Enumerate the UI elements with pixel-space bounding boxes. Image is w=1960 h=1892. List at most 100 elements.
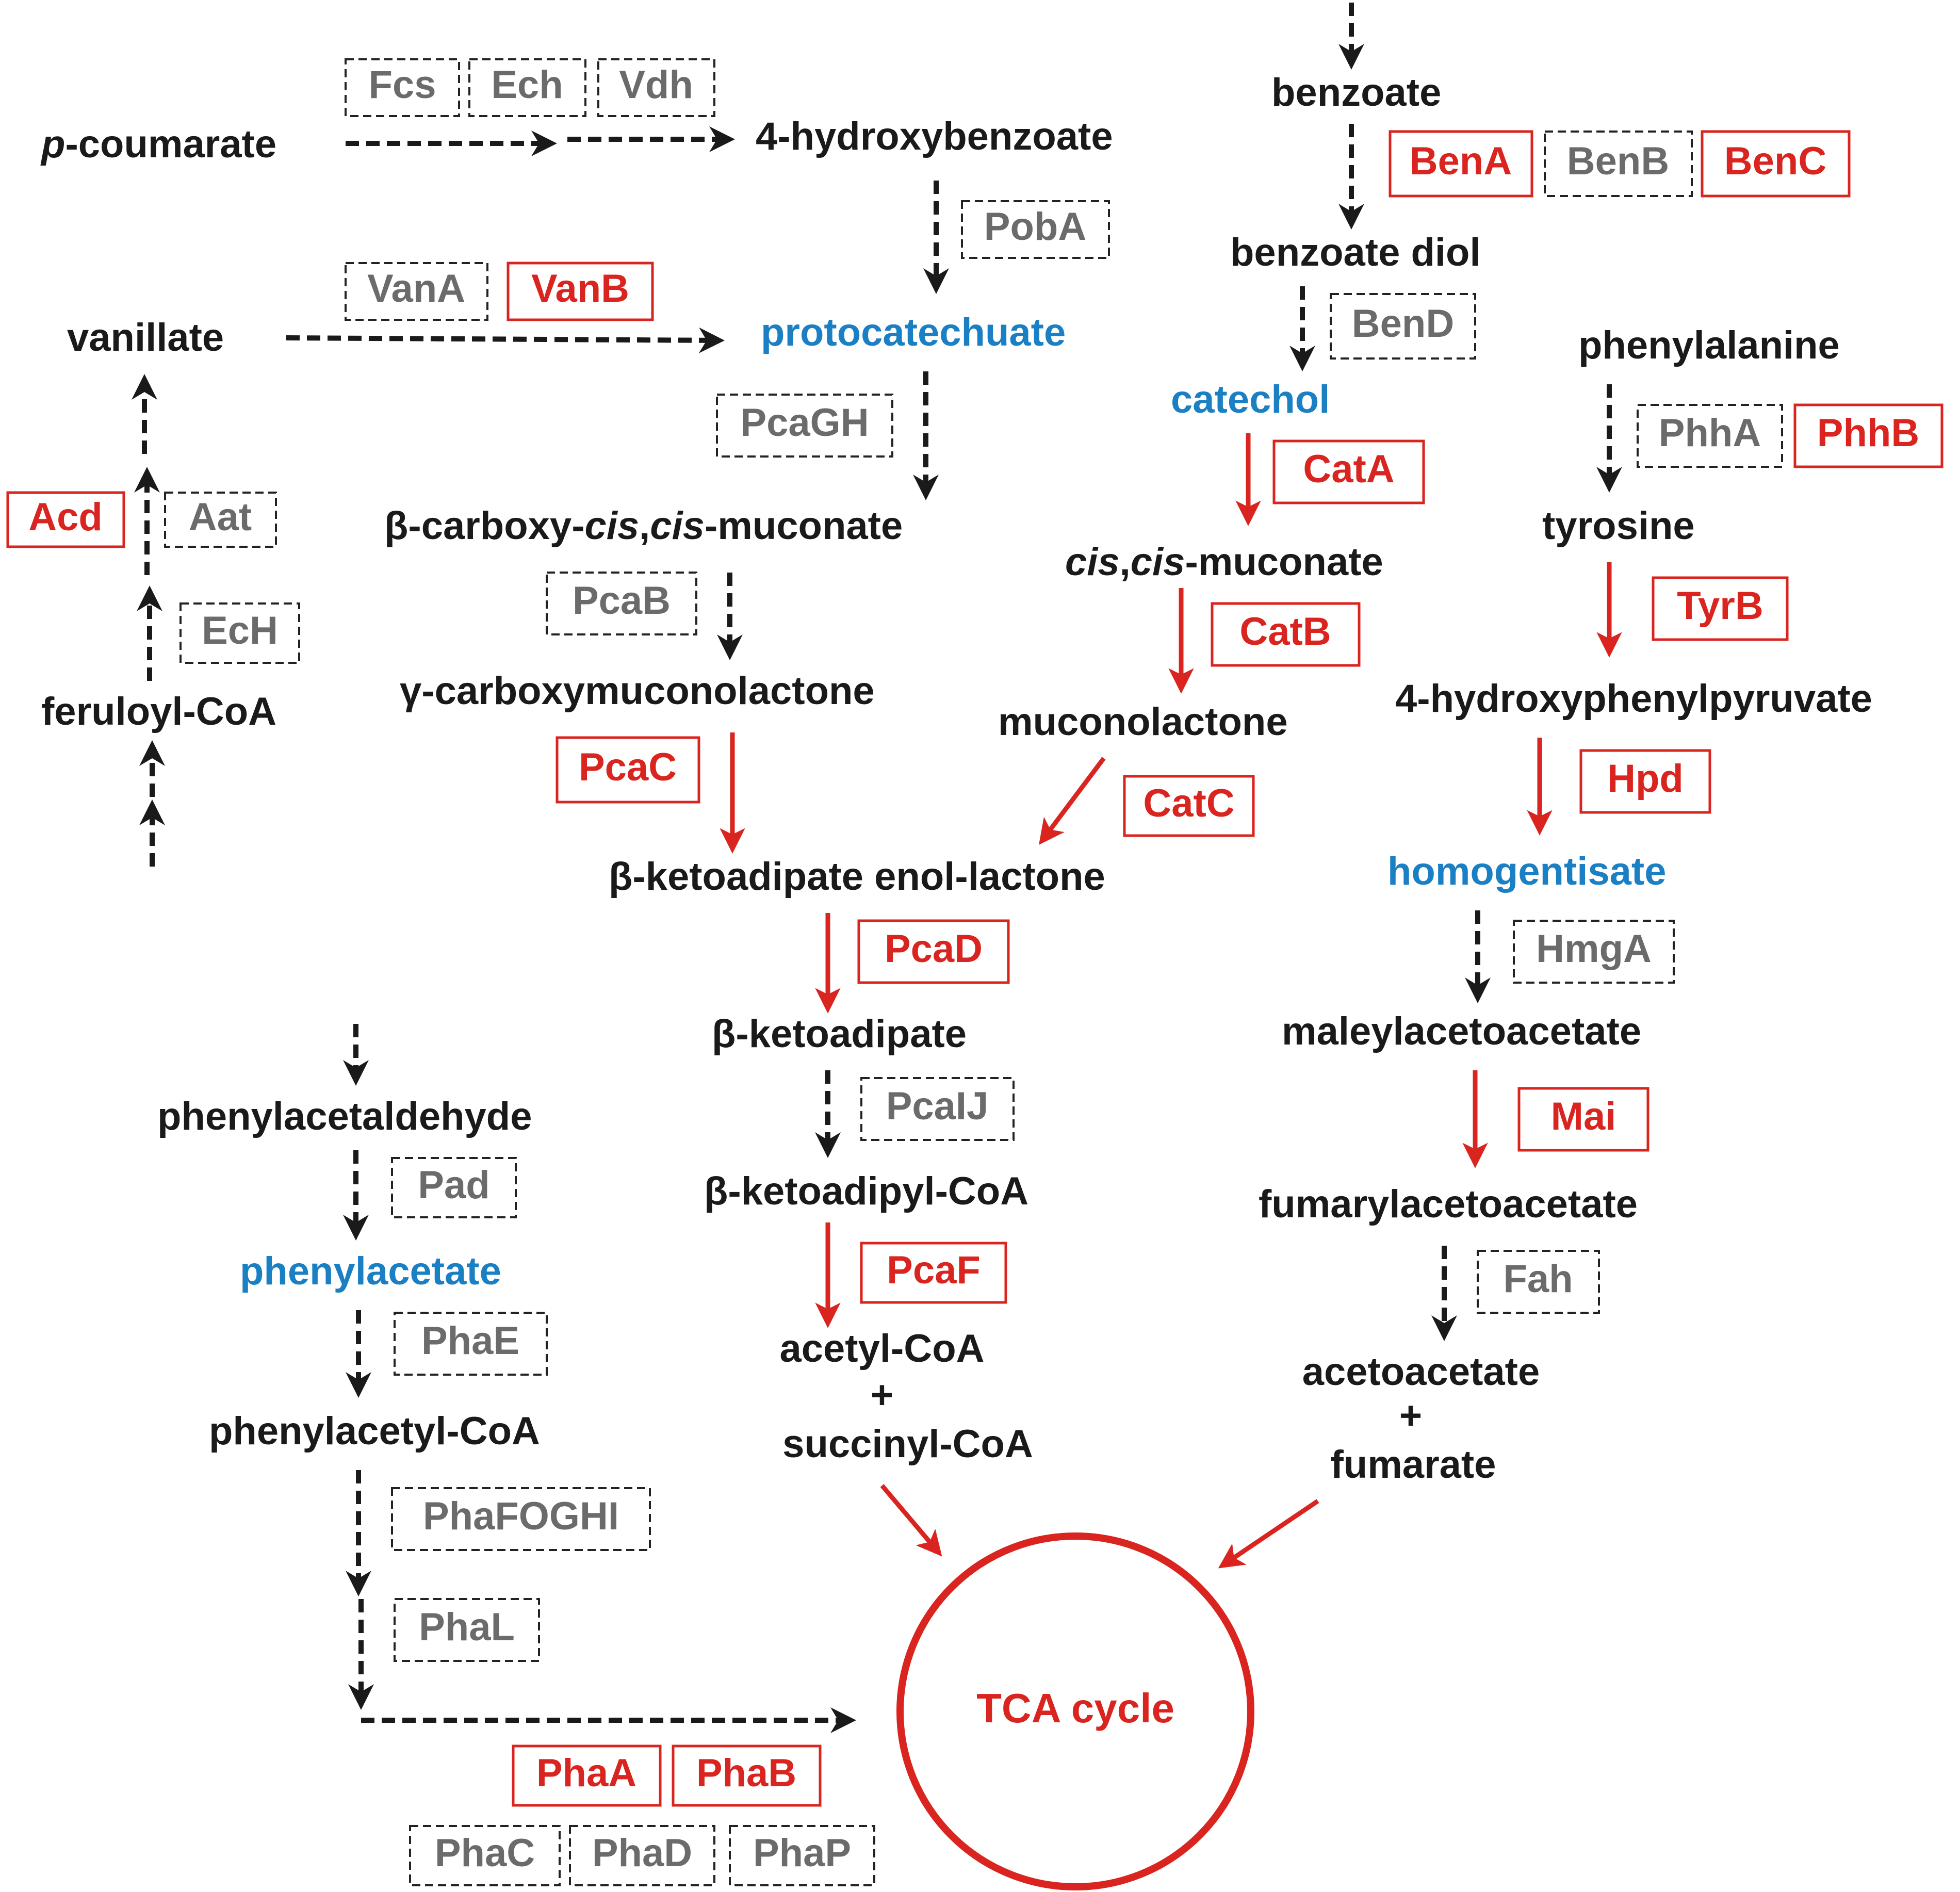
arrow-catc [1039,757,1106,845]
metabolite-carboxy-cis-cis-muconate: β-carboxy-cis,cis-muconate [384,504,903,548]
enzyme-tyrb: TyrB [1677,584,1763,628]
enzyme-box-pad [391,1157,517,1218]
metabolite-phenylacetaldehyde: phenylacetaldehyde [157,1095,532,1138]
metabolite-benzoate-diol: benzoate diol [1230,231,1481,274]
enzyme-phha: PhhA [1659,411,1761,455]
enzyme-cata: CatA [1303,447,1394,491]
p-prefix: p [40,122,65,166]
enzyme-hpd: Hpd [1607,757,1684,801]
enzyme-bend: BenD [1352,302,1454,346]
enzyme-box-hmga [1513,920,1675,984]
metabolite-tyrosine: tyrosine [1542,504,1695,548]
enzyme-box-pcac [556,736,700,804]
metabolite-fumarylacetoacetate: fumarylacetoacetate [1259,1182,1638,1226]
enzyme-box-vana [345,262,488,321]
enzyme-phac: PhaC [435,1831,535,1875]
enzyme-fcs: Fcs [369,63,436,107]
metabolite-ketoadipate: β-ketoadipate [712,1012,967,1056]
enzyme-fah: Fah [1503,1257,1573,1301]
plus-sign-2: + [1399,1394,1422,1438]
metabolite-succinyl-coa: succinyl-CoA [782,1422,1033,1466]
enzyme-box-phap [729,1825,875,1886]
enzyme-mai: Mai [1551,1095,1616,1138]
metabolite-catechol: catechol [1171,378,1330,421]
enzyme-box-phad [569,1825,715,1886]
enzyme-box-acd [6,491,125,548]
enzyme-catb: CatB [1239,610,1331,654]
metabolite-ketoadipyl-coa: β-ketoadipyl-CoA [704,1169,1028,1213]
tca-cycle-circle [896,1532,1254,1890]
enzyme-bena: BenA [1410,139,1512,183]
enzyme-pcagh: PcaGH [740,401,869,445]
enzyme-box-phal [394,1598,540,1662]
enzyme-box-phha [1637,404,1783,468]
enzyme-aat: Aat [189,495,252,539]
enzyme-box-pcab [546,572,697,635]
metabolite-phenylacetate: phenylacetate [240,1249,501,1293]
enzyme-phap: PhaP [753,1831,851,1875]
enzyme-box-cata [1272,439,1425,504]
enzyme-benc: BenC [1724,139,1826,183]
tca-cycle-label: TCA cycle [976,1685,1174,1731]
enzyme-phal: PhaL [419,1605,515,1649]
enzyme-boxes: Fcs Ech Vdh PobA VanA VanB PcaGH Acd Aat… [6,58,1943,1886]
enzyme-acd: Acd [28,495,103,539]
metabolite-protocatechuate: protocatechuate [761,311,1066,354]
enzyme-box-vanb [507,262,654,321]
enzyme-box-ech [468,58,586,117]
enzyme-box-phab [672,1744,822,1807]
enzyme-box-poba [961,200,1110,259]
enzyme-box-bend [1330,293,1476,360]
enzyme-box-pcaf [860,1242,1007,1304]
metabolite-feruloyl-coa: feruloyl-CoA [41,690,276,733]
metabolite-4-hydroxybenzoate: 4-hydroxybenzoate [756,115,1113,158]
arrow-vanillate-protocatechuate [286,327,725,353]
enzyme-box-phhb [1793,403,1943,468]
enzyme-box-hpd [1579,749,1711,814]
enzyme-box-benc [1701,130,1851,198]
metabolite-maleylacetoacetate: maleylacetoacetate [1282,1009,1641,1053]
enzyme-box-pcaij [860,1077,1015,1141]
enzyme-ech: Ech [491,63,563,107]
enzyme-vana: VanA [367,267,465,311]
enzyme-box-ech2 [179,602,300,664]
enzyme-pcab: PcaB [573,579,671,623]
enzyme-box-phae [394,1312,548,1376]
enzyme-phad: PhaD [592,1831,692,1875]
enzyme-benb: BenB [1567,139,1669,183]
enzyme-box-fcs [345,58,460,117]
enzyme-box-benb [1544,131,1693,197]
metabolite-acetoacetate: acetoacetate [1302,1350,1540,1394]
enzyme-pcad: PcaD [885,927,983,971]
enzyme-phafoghi: PhaFOGHI [423,1494,619,1538]
enzyme-box-vdh [597,58,715,117]
enzyme-box-phac [409,1825,561,1886]
enzyme-hmga: HmgA [1536,927,1652,971]
metabolite-phenylacetyl-coa: phenylacetyl-CoA [209,1409,540,1453]
enzyme-box-mai [1517,1087,1649,1152]
enzyme-pcaij: PcaIJ [886,1084,989,1128]
enzyme-ech2: EcH [202,609,278,653]
enzyme-vdh: Vdh [619,63,693,107]
metabolite-homogentisate: homogentisate [1387,850,1667,893]
enzyme-box-bena [1389,130,1533,198]
metabolite-cis-cis-muconate: cis,cis-muconate [1065,540,1383,584]
metabolite-ketoadipate-enol-lactone: β-ketoadipate enol-lactone [609,855,1105,899]
enzyme-catc: CatC [1143,781,1234,825]
enzyme-box-catb [1211,602,1361,667]
enzyme-box-fah [1477,1250,1600,1314]
enzyme-phaa: PhaA [536,1751,636,1795]
enzyme-pcac: PcaC [579,745,677,789]
metabolite-benzoate: benzoate [1271,71,1441,115]
enzyme-box-tyrb [1652,576,1789,641]
plus-sign-1: + [871,1373,893,1417]
metabolite-4-hydroxyphenylpyruvate: 4-hydroxyphenylpyruvate [1395,677,1872,721]
enzyme-box-aat [164,492,277,548]
metabolite-muconolactone: muconolactone [998,700,1288,744]
enzyme-phae: PhaE [421,1319,519,1363]
arrows [132,3,1622,1733]
enzyme-box-pcad [857,919,1010,984]
metabolite-acetyl-coa: acetyl-CoA [780,1327,985,1371]
